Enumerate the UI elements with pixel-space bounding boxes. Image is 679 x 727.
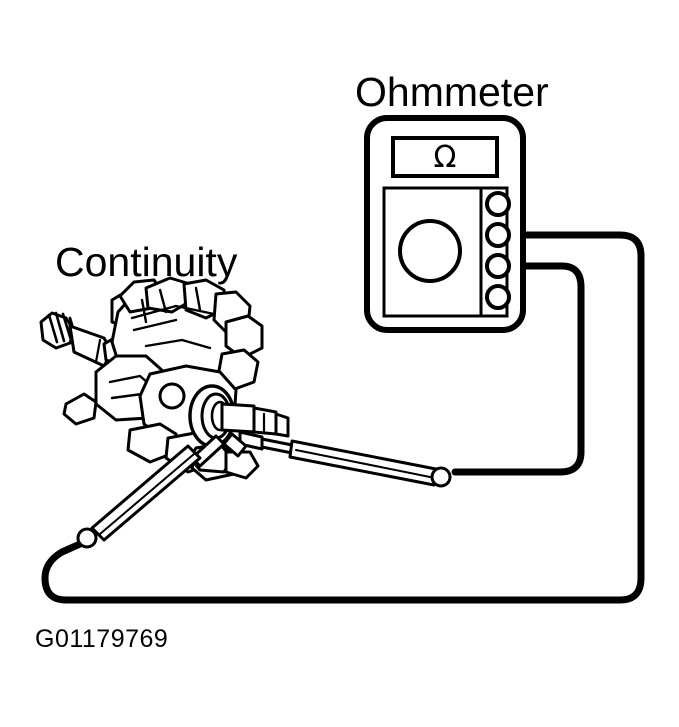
lower-probe-highlight <box>99 453 195 535</box>
test-lead-wires <box>41 231 645 604</box>
lower-probe-cable-cap <box>76 527 98 549</box>
ohmmeter-device[interactable]: Ω <box>364 115 526 333</box>
lower-test-lead-wire <box>451 262 585 476</box>
ohmmeter-title-label: Ohmmeter <box>355 69 549 115</box>
jack-2[interactable] <box>485 222 511 248</box>
lower-probe-handle <box>90 444 202 542</box>
rotor-shaft-step-1 <box>220 402 258 434</box>
rotary-selector-dial[interactable] <box>398 219 462 283</box>
ohm-symbol: Ω <box>434 140 457 175</box>
upper-test-lead-wire <box>41 231 645 604</box>
rotor-core-detail-lines <box>130 286 216 350</box>
jack-3[interactable] <box>485 253 511 279</box>
claw-pole-finger-e <box>224 314 264 360</box>
rotor-shaft-tip <box>274 412 290 438</box>
jack-1[interactable] <box>485 191 511 217</box>
coil-tab-left <box>62 392 98 426</box>
jack-4[interactable] <box>485 284 511 310</box>
rotor-boss <box>158 382 186 410</box>
figure-id-label: G01179769 <box>35 625 168 653</box>
lower-test-probe[interactable] <box>76 432 248 549</box>
fan-blade-2 <box>224 450 260 480</box>
continuity-label: Continuity <box>55 239 238 285</box>
upper-probe-highlight <box>295 449 431 478</box>
lower-probe-tip <box>222 432 248 458</box>
collar-line <box>94 338 102 364</box>
upper-probe-cable-cap <box>430 466 452 488</box>
ohmmeter-display <box>391 136 499 178</box>
